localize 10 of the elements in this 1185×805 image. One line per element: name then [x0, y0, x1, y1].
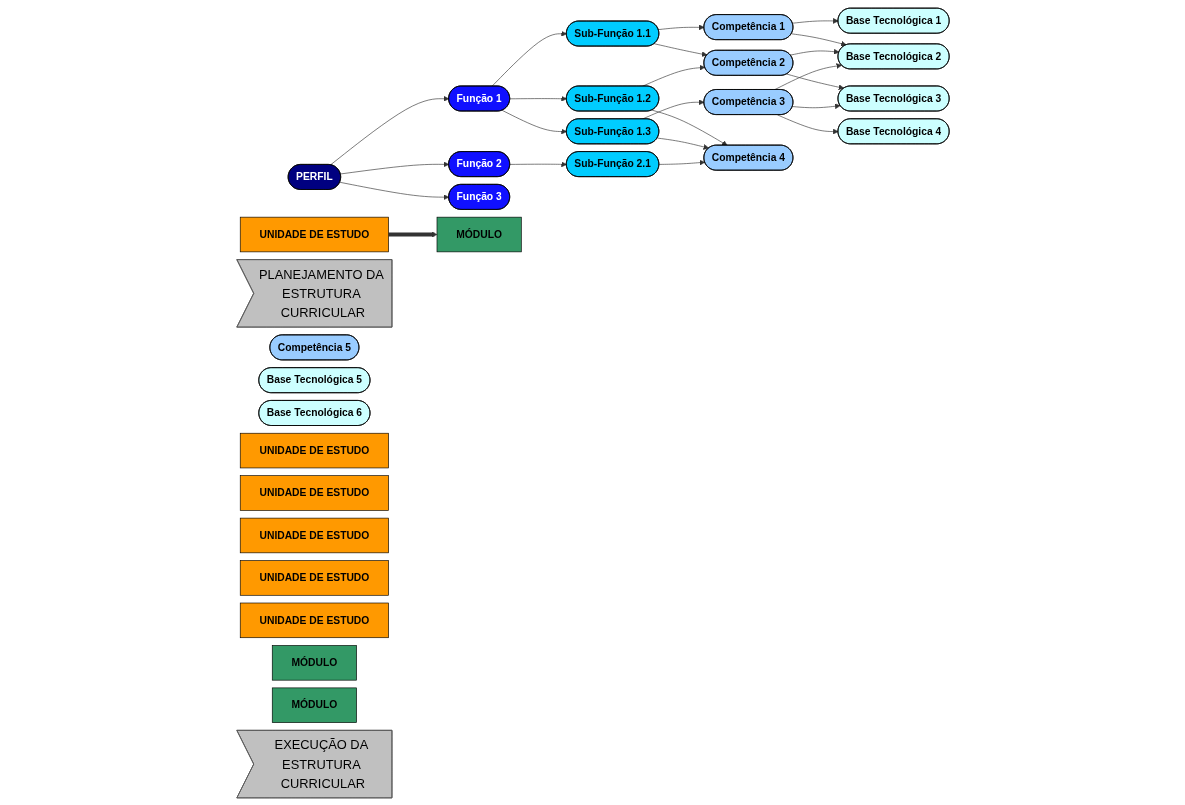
- node-box: MÓDULO: [436, 216, 522, 252]
- node-box: MÓDULO: [271, 644, 357, 680]
- node-box: UNIDADE DE ESTUDO: [239, 517, 389, 553]
- node-box: MÓDULO: [271, 687, 357, 723]
- node-box: UNIDADE DE ESTUDO: [239, 559, 389, 596]
- node-box: UNIDADE DE ESTUDO: [239, 216, 389, 252]
- node-box: UNIDADE DE ESTUDO: [239, 474, 389, 511]
- node-box: UNIDADE DE ESTUDO: [239, 602, 389, 638]
- node-box: UNIDADE DE ESTUDO: [239, 432, 389, 468]
- arrow: [388, 231, 437, 237]
